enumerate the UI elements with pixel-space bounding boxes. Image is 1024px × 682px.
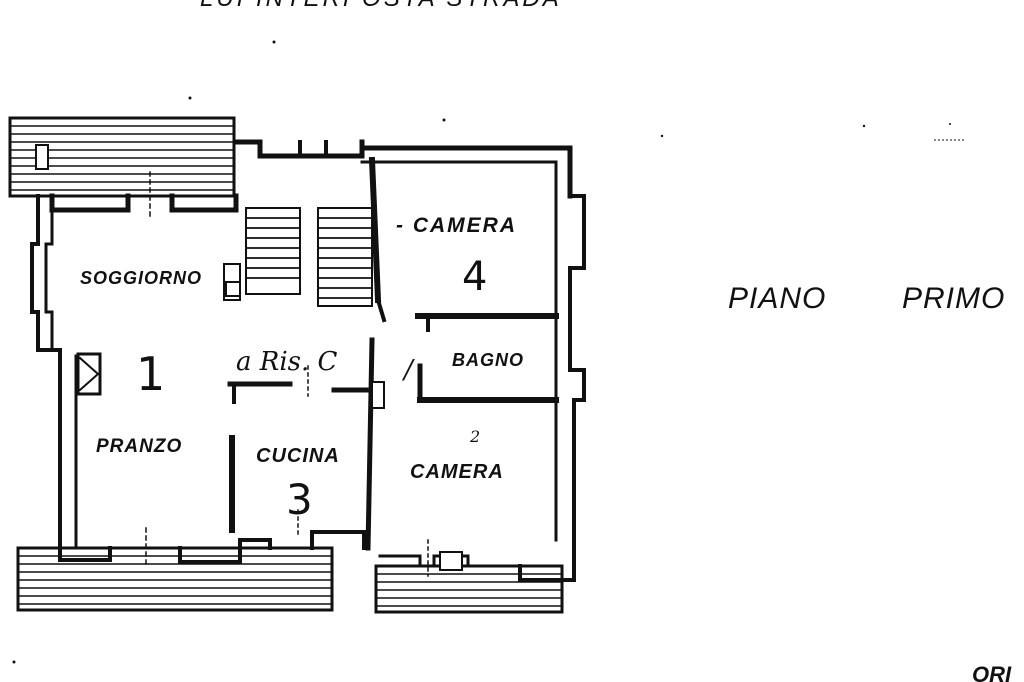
- room-number-soggiorno: 1: [136, 347, 165, 401]
- header-text: LUI INTERPOSTA STRADA: [200, 0, 562, 12]
- balcony-top-left: [8, 116, 236, 198]
- room-number-cucina: 3: [286, 475, 313, 524]
- handwritten-mark: /: [401, 355, 415, 385]
- room-label-soggiorno: SOGGIORNO: [80, 268, 202, 288]
- room-label-cucina: CUCINA: [256, 445, 340, 467]
- balcony-bottom-right: [374, 564, 564, 614]
- room-label-bagno: BAGNO: [452, 350, 524, 370]
- staircase: [245, 207, 373, 307]
- room-label-camera-top: - CAMERA: [396, 214, 517, 237]
- walls: [30, 139, 586, 582]
- scan-specks: [12, 40, 964, 664]
- handwritten-note: a Ris. C: [236, 347, 338, 377]
- balcony-bottom-left: [16, 546, 334, 612]
- room-number-camera-top: 4: [462, 254, 487, 300]
- floor-title-word1: PIANO: [728, 282, 826, 315]
- corner-text: ORI: [972, 662, 1012, 682]
- floor-title-word2: PRIMO: [902, 282, 1005, 315]
- room-label-pranzo: PRANZO: [96, 436, 182, 457]
- room-number-camera-bottom: 2: [469, 427, 480, 446]
- room-label-camera-bottom: CAMERA: [410, 461, 504, 483]
